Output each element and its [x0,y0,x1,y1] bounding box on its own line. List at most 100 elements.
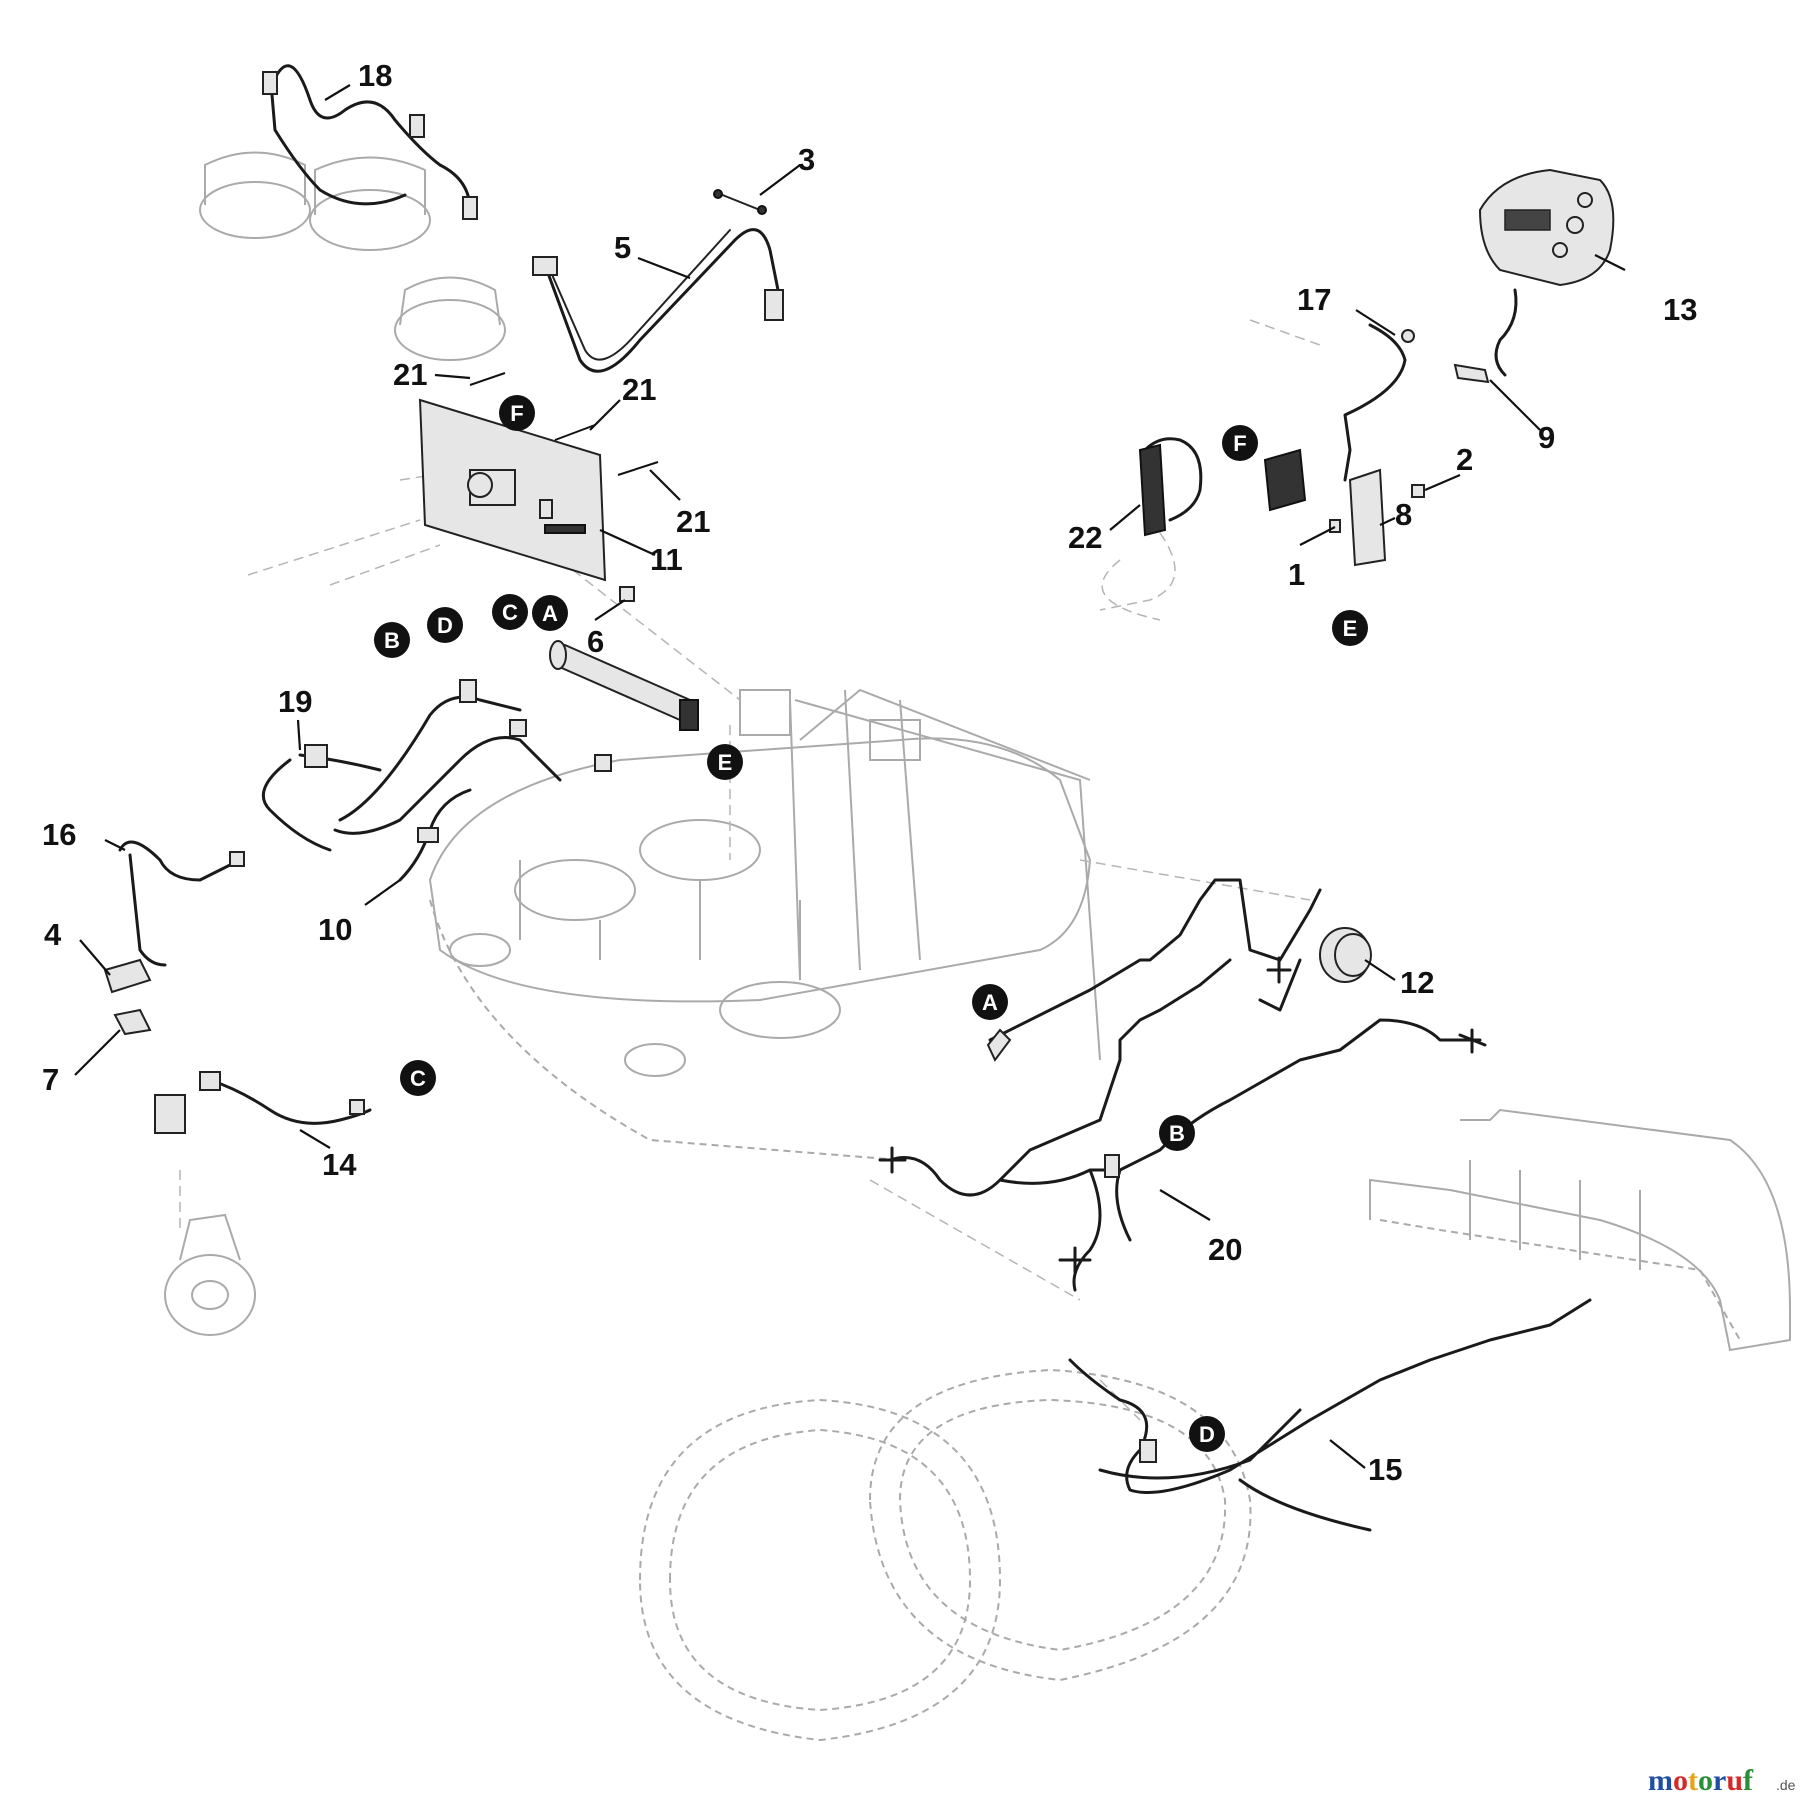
connector-18c [462,196,478,220]
wire-harnesses [118,64,1592,1532]
badge-C-board: C [492,594,528,630]
badge-A-harness: A [972,984,1008,1020]
cover-9 [1453,363,1490,384]
callout-19: 19 [278,684,312,719]
svg-text:F: F [1233,431,1246,456]
badge-F-ribbon: F [1222,425,1258,461]
callout-4: 4 [44,917,62,952]
components [103,71,1615,1463]
callout-21c: 21 [676,504,710,539]
svg-text:F: F [510,401,523,426]
clip-7 [113,1008,152,1036]
svg-text:B: B [1169,1121,1185,1146]
connector-badges: F F E E B D C A [374,395,1368,1452]
badge-B-board: B [374,622,410,658]
sensor-block-14 [154,1071,365,1134]
chassis-body [428,688,1101,1161]
connector-10d [417,827,439,843]
callout-1: 1 [1288,557,1305,592]
switch-3 [713,189,767,215]
cable-16 [118,840,242,967]
svg-text:D: D [1199,1422,1215,1447]
circuit-board-11 [418,398,607,582]
harness-5-inner [549,229,731,361]
rear-bumper [1369,1108,1791,1352]
harness-20 [888,958,1482,1292]
svg-text:A: A [982,990,998,1015]
sensor-plugs-20 [878,956,1487,1274]
badge-F-board: F [499,395,535,431]
screw-21c [617,461,659,476]
callout-13: 13 [1663,292,1697,327]
screw-21a [469,372,506,386]
svg-text:A: A [542,601,558,626]
blade-motor-upper [199,151,506,361]
lower-rings [638,1368,1252,1742]
sensor-4 [103,958,152,994]
ribbon-22 [1143,437,1203,522]
sensor-17-tip [1401,329,1415,343]
svg-text:B: B [384,628,400,653]
wm-letter-5: u [1726,1764,1743,1797]
screw-21b [554,424,596,441]
connector-10b [459,679,477,703]
watermark-logo: motoruf .de [1648,1764,1796,1797]
connector-5b [764,289,784,321]
control-panel-13 [1478,168,1615,287]
callout-15: 15 [1368,1452,1402,1487]
callout-16: 16 [42,817,76,852]
callout-5: 5 [614,230,631,265]
connector-19 [304,744,328,768]
sensor-cable-17 [1343,323,1407,482]
harness-14 [208,1078,372,1125]
connector-16 [229,851,245,867]
callout-2: 2 [1456,442,1473,477]
connector-15 [1139,1439,1157,1463]
callout-10: 10 [318,912,352,947]
fuse-6 [619,586,635,602]
badge-B-harness: B [1159,1115,1195,1151]
svg-text:D: D [437,613,453,638]
svg-text:motoruf: motoruf [1648,1764,1754,1797]
connector-18a [262,71,278,95]
clip-2 [1411,484,1425,498]
ribbon-22-part [1138,443,1307,537]
svg-text:C: C [502,600,518,625]
harness-5 [543,228,782,373]
callout-8: 8 [1395,497,1412,532]
wm-letter-6: f [1743,1764,1754,1797]
wm-suffix: .de [1776,1777,1796,1793]
connector-18b [409,114,425,138]
harness-18 [270,64,472,212]
badge-D-harness: D [1189,1416,1225,1452]
callout-20: 20 [1208,1232,1242,1267]
harness-12-A [988,878,1322,1042]
callout-7: 7 [42,1062,59,1097]
wm-letter-3: o [1698,1764,1713,1797]
wm-letter-2: t [1688,1764,1698,1797]
callout-22: 22 [1068,520,1102,555]
callout-14: 14 [322,1147,357,1182]
harness-15 [1068,1298,1592,1532]
callout-17: 17 [1297,282,1331,317]
svg-text:C: C [410,1066,426,1091]
connector-10c [509,719,527,737]
blade-motor-lower [164,1213,256,1336]
callout-11: 11 [650,542,683,577]
badge-E-motor: E [707,744,743,780]
callout-18: 18 [358,58,392,93]
connector-5a [532,256,558,276]
control-cable-13 [1494,288,1518,377]
housing-outlines [164,151,1791,1742]
motor-cylinder [549,640,699,731]
callout-9: 9 [1538,420,1555,455]
board-8 [1348,468,1387,567]
svg-text:E: E [1343,616,1358,641]
wm-letter-1: o [1673,1764,1688,1797]
badge-D-board: D [427,607,463,643]
badge-C-harness: C [400,1060,436,1096]
buzzer-12 [1319,927,1372,983]
wm-letter-4: r [1713,1764,1726,1797]
clip-1 [1329,519,1341,533]
